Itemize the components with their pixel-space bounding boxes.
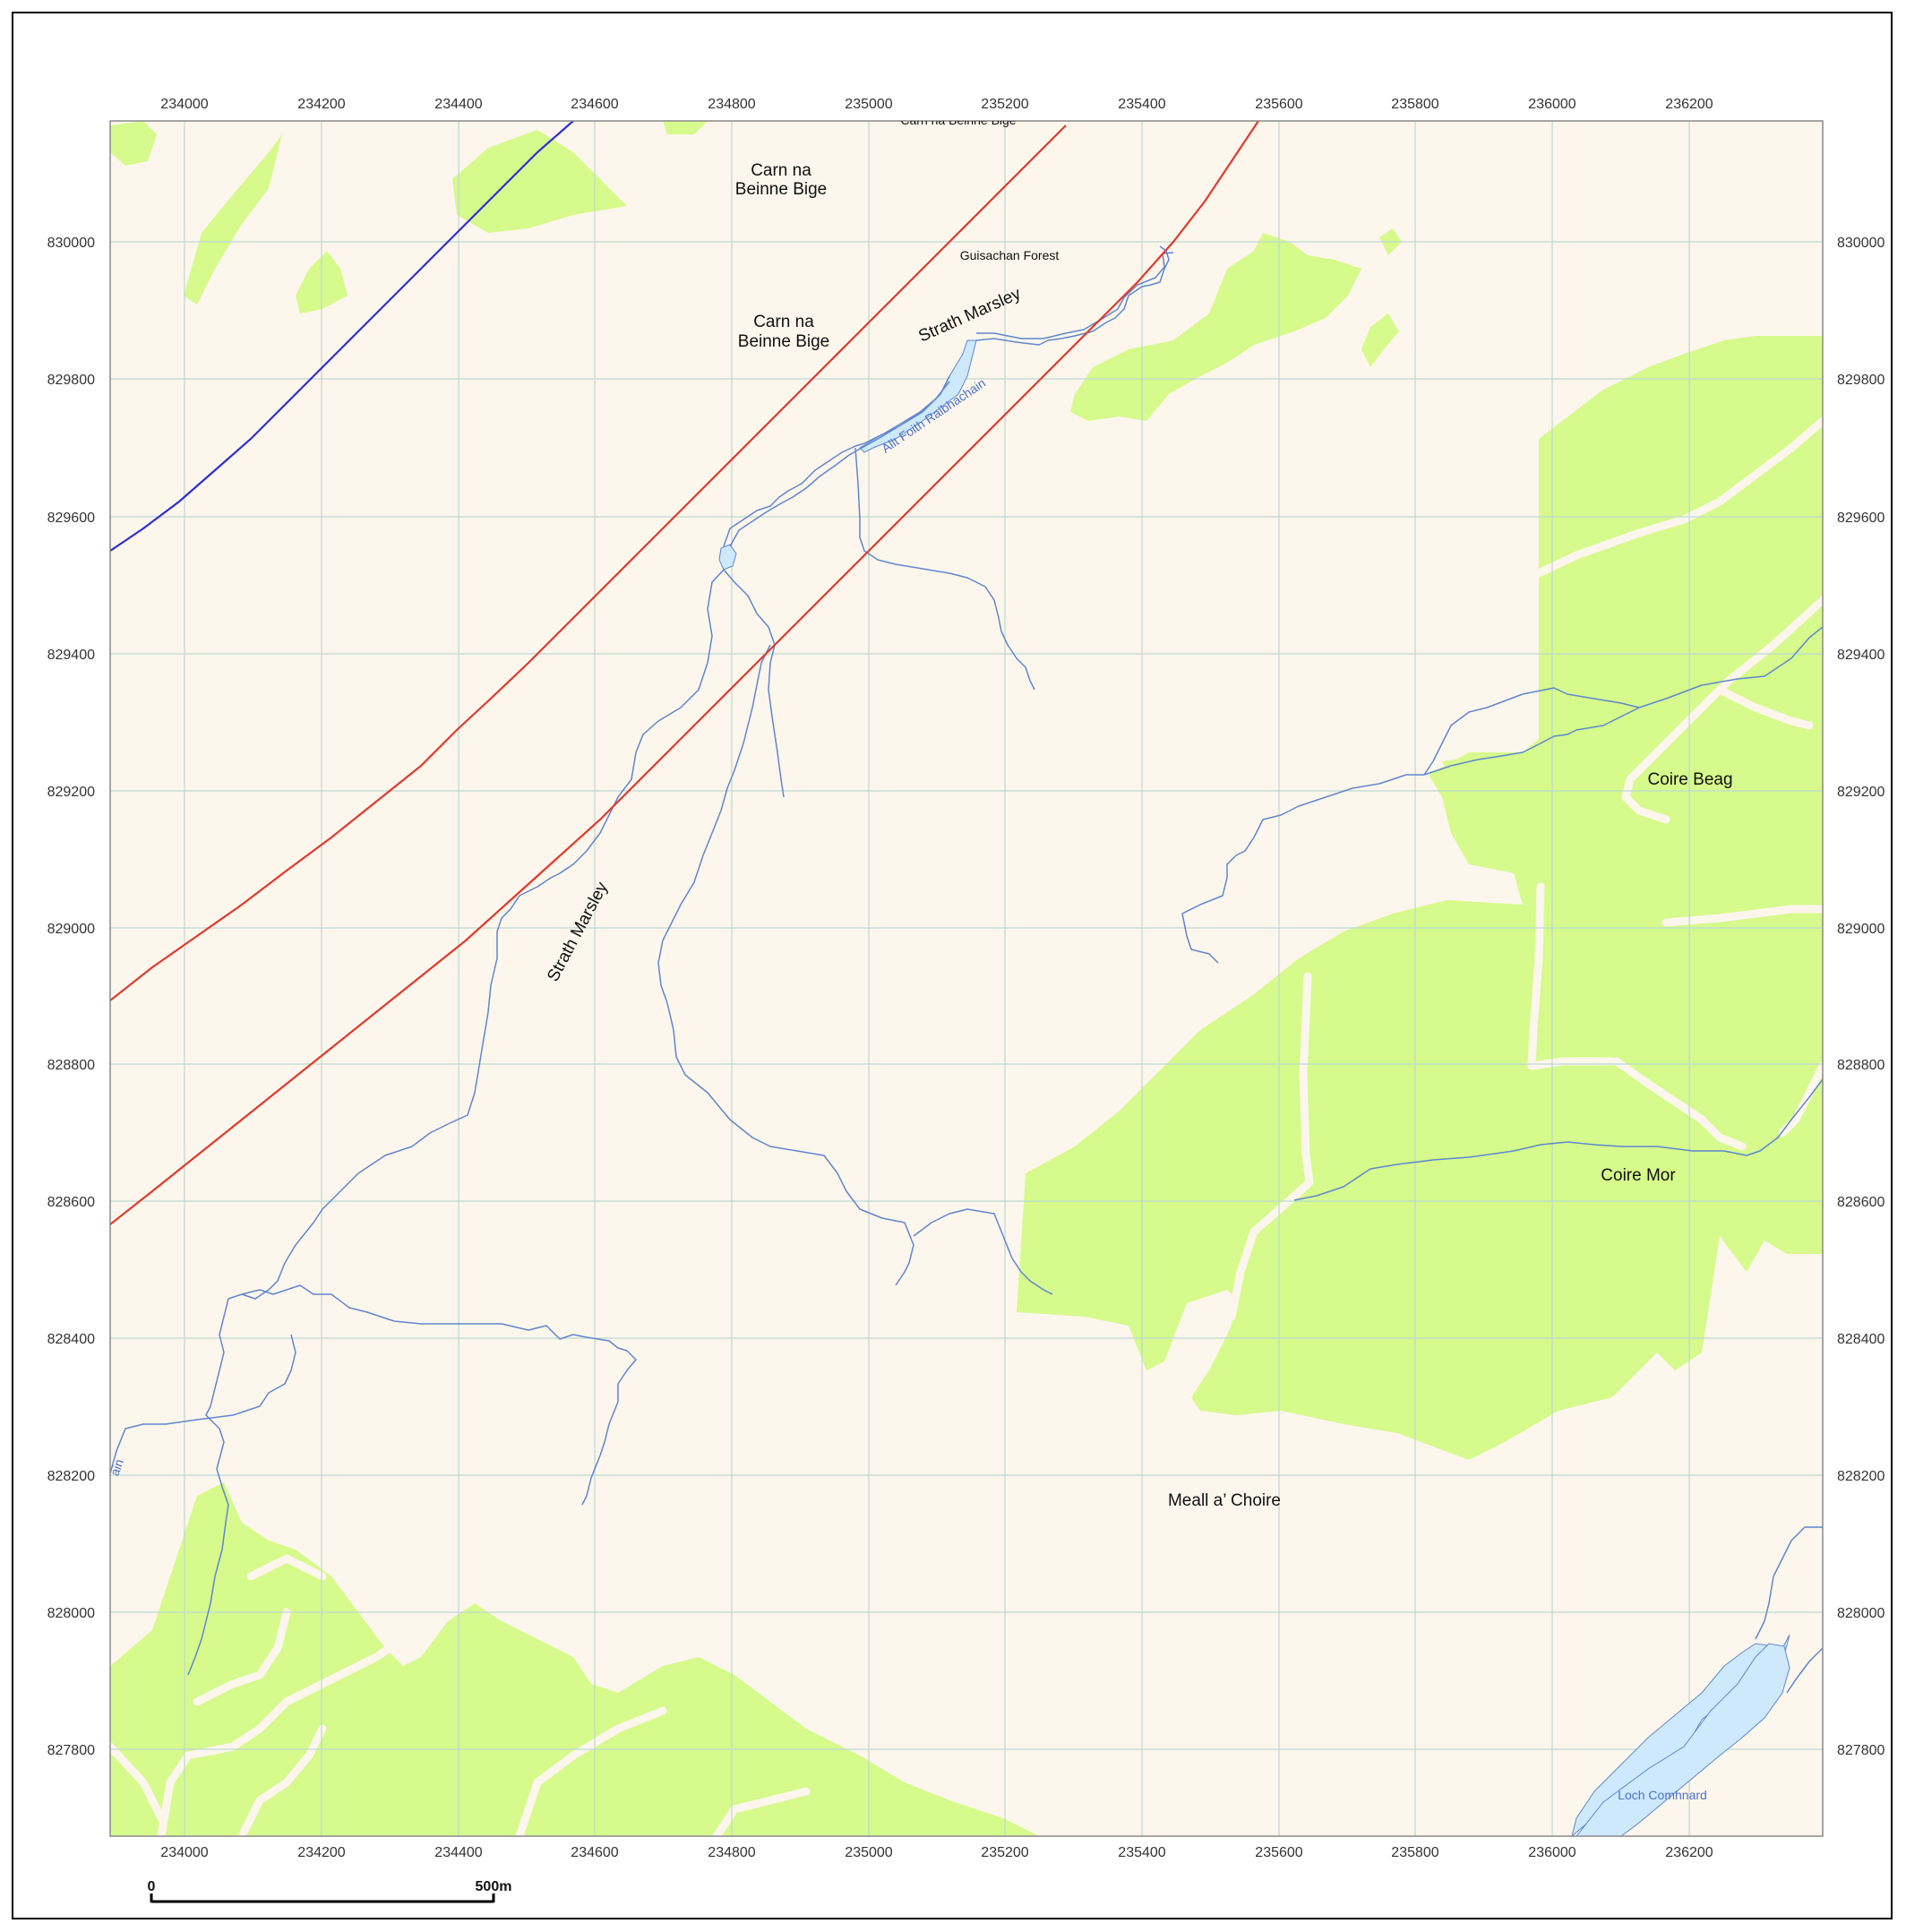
loch-comhnard-body: [1575, 1643, 1790, 1836]
streams: [110, 245, 1823, 1694]
easting-label: 235400: [1118, 97, 1165, 112]
label-edge-water: ain: [107, 1457, 126, 1478]
easting-label: 235800: [1391, 1845, 1438, 1860]
easting-label: 234200: [297, 97, 345, 112]
easting-label: 234800: [708, 97, 755, 112]
scale-bar-start: 0: [148, 1879, 156, 1894]
easting-label: 235400: [1118, 1845, 1165, 1860]
water-bodies: [718, 339, 1790, 1836]
northing-label: 828600: [47, 1195, 95, 1210]
easting-label: 235600: [1255, 97, 1302, 112]
easting-label: 234400: [434, 97, 482, 112]
forest-top-a: [452, 130, 627, 233]
easting-label: 234200: [297, 1845, 345, 1860]
forest-nw-2: [184, 134, 282, 305]
easting-labels-top: 234000 234200 234400 234600 234800 23500…: [160, 97, 1713, 112]
easting-label: 236000: [1528, 97, 1575, 112]
northing-label: 829400: [47, 648, 95, 663]
forest-ne-big: [1070, 233, 1361, 421]
label-meall: Meall a’ Choire: [1168, 1491, 1281, 1510]
northing-label: 828800: [1837, 1058, 1885, 1073]
label-coire-beag: Coire Beag: [1647, 770, 1732, 789]
northing-label: 828800: [47, 1058, 95, 1073]
forest-areas: [110, 121, 1823, 1836]
red-line-upper: [110, 125, 1067, 1001]
linear-features: [110, 121, 1259, 1225]
map-border: [109, 120, 1824, 1837]
northing-label: 829800: [1837, 373, 1885, 388]
scale-bar-end: 500m: [476, 1879, 512, 1894]
easting-label: 234600: [571, 97, 618, 112]
northing-label: 827800: [1837, 1743, 1885, 1758]
scale-bar: 0 500m: [148, 1879, 512, 1903]
label-guisachan: Guisachan Forest: [960, 248, 1060, 262]
forest-ne-spot: [1361, 313, 1399, 367]
easting-label: 234600: [571, 1845, 618, 1860]
northing-labels-left: 830000 829800 829600 829400 829200 82900…: [47, 236, 95, 1758]
easting-label: 235200: [981, 1845, 1028, 1860]
northing-label: 829600: [47, 511, 95, 526]
northing-label: 828000: [47, 1606, 95, 1621]
easting-label: 235000: [845, 1845, 892, 1860]
northing-label: 828600: [1837, 1195, 1885, 1210]
clipped-top-label: Carn na Beinne Bige: [900, 113, 1016, 127]
northing-label: 829600: [1837, 511, 1885, 526]
northing-label: 828200: [1837, 1469, 1885, 1484]
label-carn-mid-2: Beinne Bige: [738, 332, 829, 351]
northing-label: 827800: [47, 1743, 95, 1758]
label-carn-top-2: Beinne Bige: [735, 180, 827, 199]
easting-label: 235200: [981, 97, 1028, 112]
easting-label: 236000: [1528, 1845, 1575, 1860]
northing-label: 829000: [47, 922, 95, 937]
easting-label: 234000: [160, 1845, 208, 1860]
northing-labels-right: 830000 829800 829600 829400 829200 82900…: [1837, 236, 1885, 1758]
easting-label: 235800: [1391, 97, 1438, 112]
forest-east-block: [1017, 336, 1823, 1460]
forest-sw-big: [110, 1482, 1039, 1836]
northing-label: 829000: [1837, 922, 1885, 937]
forest-sw-patch: [519, 1662, 582, 1711]
grid-lines: [110, 121, 1823, 1836]
easting-label: 235000: [845, 97, 892, 112]
easting-label: 234400: [434, 1845, 482, 1860]
label-loch-comhnard: Loch Comhnard: [1618, 1788, 1707, 1802]
river-pool-sw: [718, 544, 737, 571]
northing-label: 829800: [47, 373, 95, 388]
northing-label: 830000: [1837, 236, 1885, 251]
forest-nw-1: [110, 121, 157, 166]
northing-label: 829400: [1837, 648, 1885, 663]
label-coire-mor: Coire Mor: [1601, 1166, 1676, 1185]
label-carn-mid-1: Carn na: [753, 313, 814, 331]
easting-label: 234000: [160, 97, 208, 112]
northing-label: 828000: [1837, 1606, 1885, 1621]
northing-label: 828400: [47, 1332, 95, 1347]
easting-label: 234800: [708, 1845, 755, 1860]
red-line-lower: [110, 121, 1259, 1225]
forest-top-b: [663, 121, 708, 134]
northing-label: 828200: [47, 1469, 95, 1484]
easting-label: 235600: [1255, 1845, 1302, 1860]
river-pool-ne: [859, 339, 977, 453]
northing-label: 829200: [47, 785, 95, 800]
northing-label: 830000: [47, 236, 95, 251]
easting-labels-bottom: 234000 234200 234400 234600 234800 23500…: [160, 1845, 1713, 1860]
easting-label: 236200: [1665, 97, 1713, 112]
label-carn-top-1: Carn na: [751, 161, 811, 180]
blue-boundary: [110, 121, 574, 552]
northing-label: 829200: [1837, 785, 1885, 800]
easting-label: 236200: [1665, 1845, 1713, 1860]
northing-label: 828400: [1837, 1332, 1885, 1347]
